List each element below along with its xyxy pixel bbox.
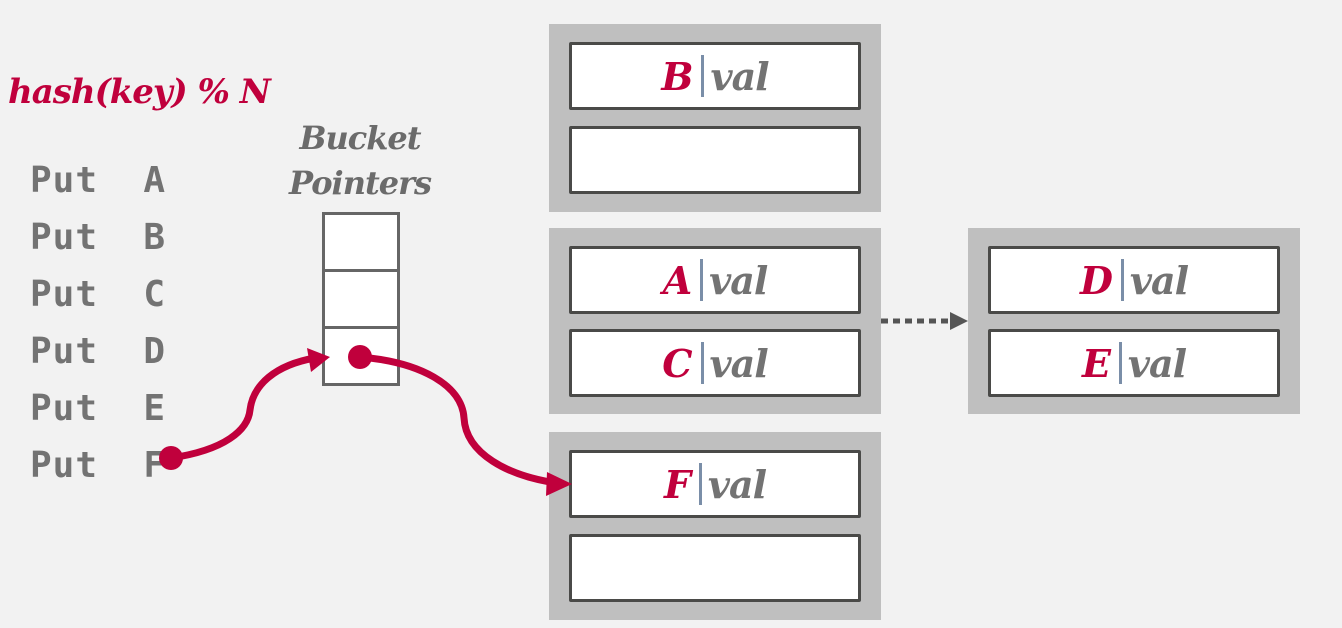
hash-arrow-head [307, 348, 330, 372]
slot-key: F [663, 461, 691, 507]
bucket-2-slot-1-empty [569, 534, 861, 602]
slot-key: A [662, 257, 693, 303]
slot-separator [700, 259, 704, 301]
slot-value: val [1127, 340, 1187, 386]
slot-value: val [710, 53, 769, 99]
slot-separator [701, 55, 705, 97]
bucket-pointers-label-line1: Bucket [299, 119, 421, 157]
operations-list: Put A Put B Put C Put D Put E Put F [30, 152, 166, 494]
operation-put-b: Put B [30, 217, 167, 258]
slot-value: val [709, 340, 769, 386]
pointer-arrow-head [546, 472, 572, 496]
overflow-arrow [881, 312, 968, 330]
slot-key: C [662, 340, 693, 386]
operation-put-c: Put C [30, 274, 167, 315]
bucket-pointers-label-line2: Pointers [289, 164, 432, 202]
slot-value: val [707, 461, 767, 507]
operation-put-d: Put D [30, 331, 167, 372]
operation-put-e: Put E [30, 388, 167, 429]
pointer-arrow-path [356, 353, 554, 486]
operation-put-f: Put F [30, 445, 167, 486]
slot-separator [1120, 259, 1124, 301]
pointer-arrow [348, 345, 572, 496]
hash-function-title: hash(key) % N [8, 72, 271, 112]
bucket-pointers-label: Bucket Pointers [282, 116, 438, 206]
overflow-arrow-head [950, 312, 968, 330]
slot-key: B [661, 53, 694, 99]
hash-arrow-path [167, 354, 319, 462]
slot-separator [698, 463, 702, 505]
slot-separator [700, 342, 704, 384]
operation-put-a: Put A [30, 160, 167, 201]
bucket-0-slot-1-empty [569, 126, 861, 194]
hash-arrow [159, 348, 330, 470]
slot-separator [1118, 342, 1122, 384]
bucket-pointer-array [322, 212, 400, 386]
slot-key: E [1081, 340, 1111, 386]
slot-value: val [709, 257, 768, 303]
slot-key: D [1079, 257, 1113, 303]
slot-value: val [1129, 257, 1189, 303]
